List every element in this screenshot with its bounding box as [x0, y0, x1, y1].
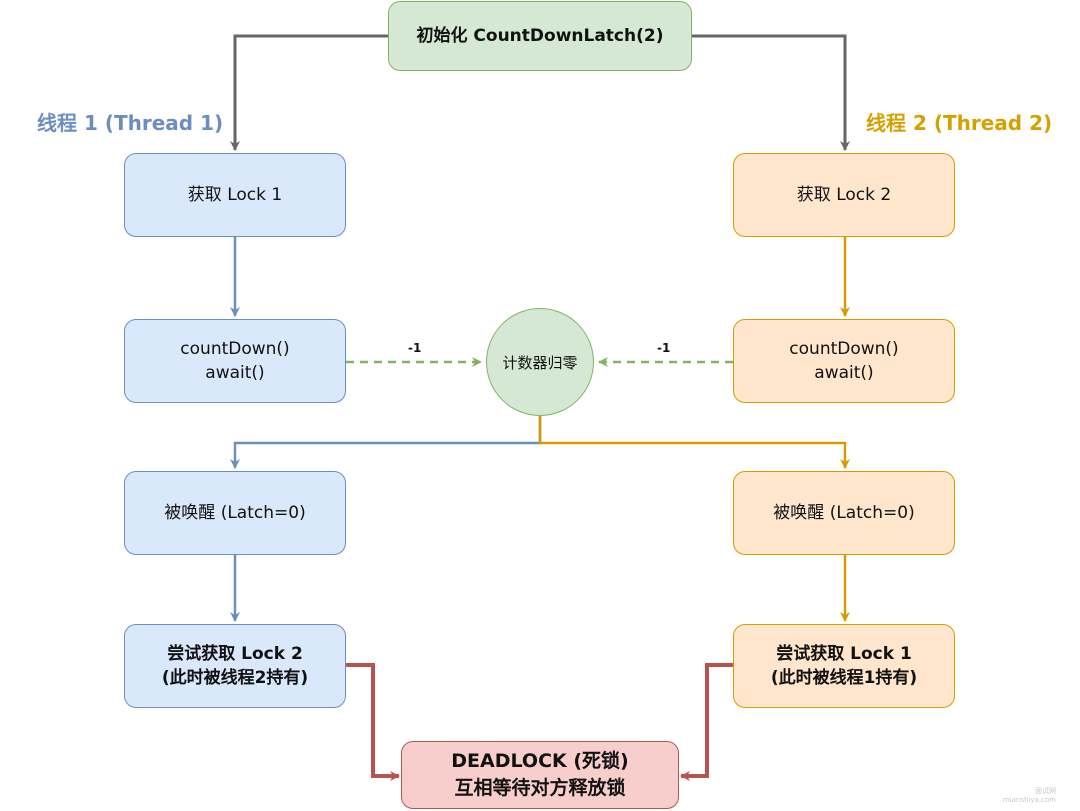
t2-acquire-box: 获取 Lock 2 — [733, 153, 955, 237]
edge-t2-trylock-to-deadlock — [680, 663, 733, 781]
counter-zero-node: 计数器归零 — [486, 308, 594, 416]
edge-counter-to-t1-woken — [230, 416, 542, 469]
counter-label: 计数器归零 — [502, 353, 578, 372]
edge-init-to-thread1 — [230, 34, 388, 151]
edge-init-to-thread2 — [692, 34, 850, 151]
t2-countdown-box: countDown() await() — [733, 319, 955, 403]
right-decrement-label: -1 — [657, 341, 671, 355]
edge-t1-trylock-to-deadlock — [346, 663, 400, 781]
t2-woken-box: 被唤醒 (Latch=0) — [733, 471, 955, 555]
edge-counter-to-t2-woken — [538, 416, 850, 469]
t1-acquire-label: 获取 Lock 1 — [187, 185, 283, 205]
init-label: 初始化 CountDownLatch(2) — [416, 26, 664, 46]
watermark-line1: 面试网 — [1035, 787, 1056, 795]
watermark: 面试网 mianshiya.com — [1003, 787, 1056, 805]
t2-trylock-line1: 尝试获取 Lock 1 — [776, 644, 912, 664]
t2-trylock-box: 尝试获取 Lock 1 (此时被线程1持有) — [733, 624, 955, 708]
deadlock-title: DEADLOCK (死锁) — [451, 750, 629, 772]
t1-await-line2: await() — [205, 363, 265, 383]
t1-trylock-line2: (此时被线程2持有) — [161, 668, 309, 688]
t1-woken-label: 被唤醒 (Latch=0) — [164, 503, 306, 523]
t1-trylock-line1: 尝试获取 Lock 2 — [167, 644, 303, 664]
thread2-lane-title: 线程 2 (Thread 2) — [866, 111, 1053, 135]
init-box: 初始化 CountDownLatch(2) — [388, 1, 692, 71]
watermark-line2: mianshiya.com — [1002, 796, 1056, 804]
t2-countdown-line1: countDown() — [789, 339, 899, 359]
t2-woken-label: 被唤醒 (Latch=0) — [773, 503, 915, 523]
t1-countdown-box: countDown() await() — [124, 319, 346, 403]
thread1-lane-title: 线程 1 (Thread 1) — [37, 111, 224, 135]
t2-trylock-line2: (此时被线程1持有) — [770, 668, 918, 688]
t1-woken-box: 被唤醒 (Latch=0) — [124, 471, 346, 555]
t1-trylock-box: 尝试获取 Lock 2 (此时被线程2持有) — [124, 624, 346, 708]
t1-acquire-box: 获取 Lock 1 — [124, 153, 346, 237]
deadlock-subtitle: 互相等待对方释放锁 — [454, 777, 626, 799]
t2-acquire-label: 获取 Lock 2 — [796, 185, 892, 205]
deadlock-box: DEADLOCK (死锁) 互相等待对方释放锁 — [401, 741, 679, 809]
t2-await-line2: await() — [814, 363, 874, 383]
left-decrement-label: -1 — [408, 341, 422, 355]
t1-countdown-line1: countDown() — [180, 339, 290, 359]
